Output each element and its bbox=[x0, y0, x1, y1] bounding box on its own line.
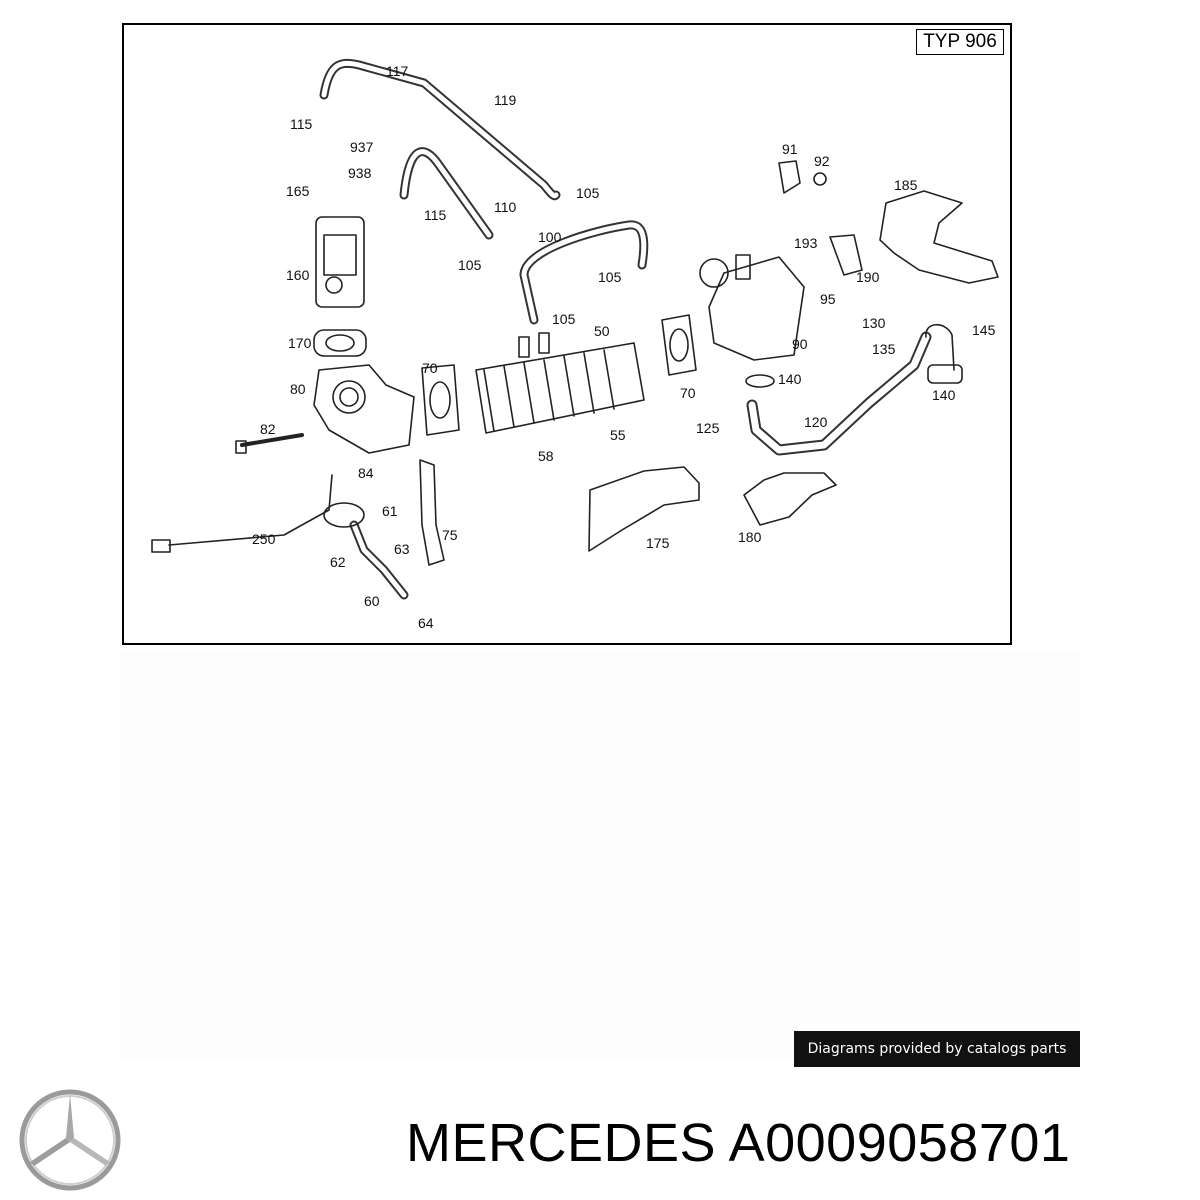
callout-937: 937 bbox=[350, 139, 374, 155]
callout-70-right: 70 bbox=[680, 385, 696, 401]
callout-250: 250 bbox=[252, 531, 276, 547]
part-number: A0009058701 bbox=[728, 1113, 1071, 1173]
callout-160: 160 bbox=[286, 267, 310, 283]
callout-193: 193 bbox=[794, 235, 818, 251]
callout-105-low: 105 bbox=[552, 311, 576, 327]
blank-area bbox=[120, 650, 1080, 1060]
callout-70-left: 70 bbox=[422, 360, 438, 376]
callout-92: 92 bbox=[814, 153, 830, 169]
callout-60: 60 bbox=[364, 593, 380, 609]
callout-140-mid: 140 bbox=[778, 371, 802, 387]
callout-115-mid: 115 bbox=[424, 207, 447, 223]
mercedes-star-icon bbox=[19, 1089, 121, 1191]
callout-190: 190 bbox=[856, 269, 880, 285]
parts-diagram-drawing bbox=[151, 58, 999, 600]
callout-105-right: 105 bbox=[598, 269, 622, 285]
callout-170: 170 bbox=[288, 335, 312, 351]
callout-105-left: 105 bbox=[458, 257, 482, 273]
callout-55: 55 bbox=[610, 427, 626, 443]
callout-165: 165 bbox=[286, 183, 310, 199]
callout-61: 61 bbox=[382, 503, 398, 519]
callout-117: 117 bbox=[386, 63, 409, 79]
callout-75: 75 bbox=[442, 527, 458, 543]
callout-95: 95 bbox=[820, 291, 836, 307]
callout-84: 84 bbox=[358, 465, 374, 481]
callout-140-right: 140 bbox=[932, 387, 956, 403]
callout-50: 50 bbox=[594, 323, 610, 339]
callout-120: 120 bbox=[804, 414, 828, 430]
callout-115-top: 115 bbox=[290, 116, 313, 132]
callout-119: 119 bbox=[494, 92, 517, 108]
callout-180: 180 bbox=[738, 529, 762, 545]
callout-105-top: 105 bbox=[576, 185, 600, 201]
callout-62: 62 bbox=[330, 554, 346, 570]
callout-90: 90 bbox=[792, 336, 808, 352]
callout-63: 63 bbox=[394, 541, 410, 557]
callout-82: 82 bbox=[260, 421, 276, 437]
callout-58: 58 bbox=[538, 448, 554, 464]
callout-145: 145 bbox=[972, 322, 996, 338]
brand-name: MERCEDES bbox=[406, 1113, 717, 1173]
brand-part-title: MERCEDES A0009058701 bbox=[406, 1108, 1186, 1178]
callout-130: 130 bbox=[862, 315, 886, 331]
callout-135: 135 bbox=[872, 341, 896, 357]
callout-80: 80 bbox=[290, 381, 306, 397]
callout-175: 175 bbox=[646, 535, 670, 551]
callout-125: 125 bbox=[696, 420, 720, 436]
type-label: TYP 906 bbox=[916, 29, 1004, 55]
diagram-credit: Diagrams provided by catalogs parts bbox=[794, 1031, 1080, 1067]
callout-64: 64 bbox=[418, 615, 434, 631]
callout-91: 91 bbox=[782, 141, 798, 157]
callout-110: 110 bbox=[494, 199, 517, 215]
callout-185: 185 bbox=[894, 177, 918, 193]
callout-100: 100 bbox=[538, 229, 562, 245]
callout-938: 938 bbox=[348, 165, 372, 181]
parts-diagram: TYP 906 117 119 115 937 938 165 110 105 … bbox=[122, 23, 1012, 645]
